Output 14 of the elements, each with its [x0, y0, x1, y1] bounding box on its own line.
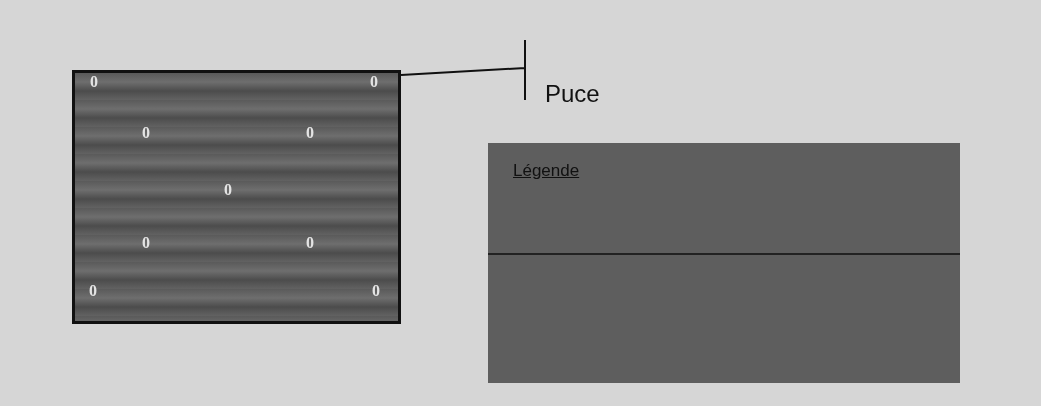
part-label: Puce	[545, 78, 600, 110]
marker-label: 0	[89, 282, 97, 300]
marker-label: 0	[372, 282, 380, 300]
marker-label: 0	[306, 124, 314, 142]
marker-label: 0	[224, 181, 232, 199]
marker-label: 0	[142, 124, 150, 142]
marker-label: 0	[142, 234, 150, 252]
marker-label: 0	[306, 234, 314, 252]
chip-panel	[72, 70, 401, 324]
leader-line	[400, 39, 526, 101]
marker-label: 0	[90, 73, 98, 91]
marker-label: 0	[370, 73, 378, 91]
legend-panel	[488, 143, 960, 383]
legend-heading: Légende	[513, 161, 580, 181]
